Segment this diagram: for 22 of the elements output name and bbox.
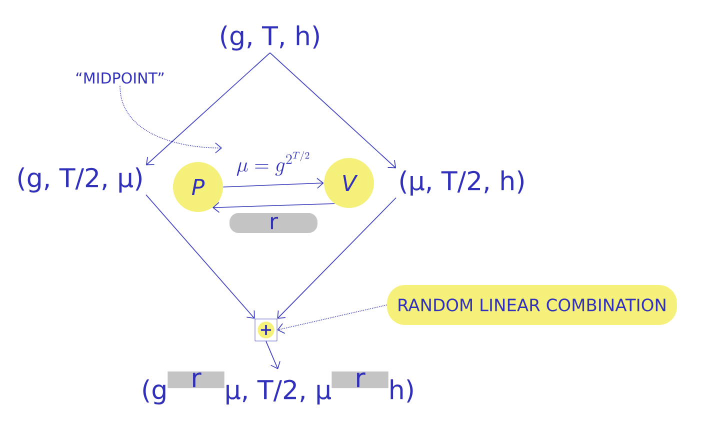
tuple-text: (g, T/2, μ) — [18, 167, 142, 193]
edge-label: $\mu=g^{2^{T/2}}$ — [236, 151, 310, 176]
result-tuple: (g r μ, T/2, μ r h) — [143, 372, 413, 404]
highlighted-note: RANDOM LINEAR COMBINATION — [387, 285, 677, 325]
plus-box: + — [254, 318, 278, 342]
edge-label: r — [230, 213, 318, 233]
arrow — [146, 194, 255, 319]
arrow — [270, 52, 396, 168]
tuple-text: (g, T, h) — [221, 25, 319, 51]
arrow — [212, 202, 335, 213]
dotted-arrow — [120, 85, 222, 154]
arrow — [277, 197, 396, 319]
node-label: μ, T/2, μ — [226, 380, 332, 404]
note-text: “MIDPOINT” — [76, 72, 164, 84]
dotted-arrow — [277, 304, 388, 334]
node-label: h) — [390, 379, 413, 402]
node-label: r — [357, 372, 366, 388]
tuple-text: (μ, T/2, h) — [400, 170, 524, 196]
node-label: (g — [143, 379, 166, 404]
arrow — [266, 340, 280, 370]
arrow — [146, 52, 270, 166]
arrow — [222, 178, 324, 189]
